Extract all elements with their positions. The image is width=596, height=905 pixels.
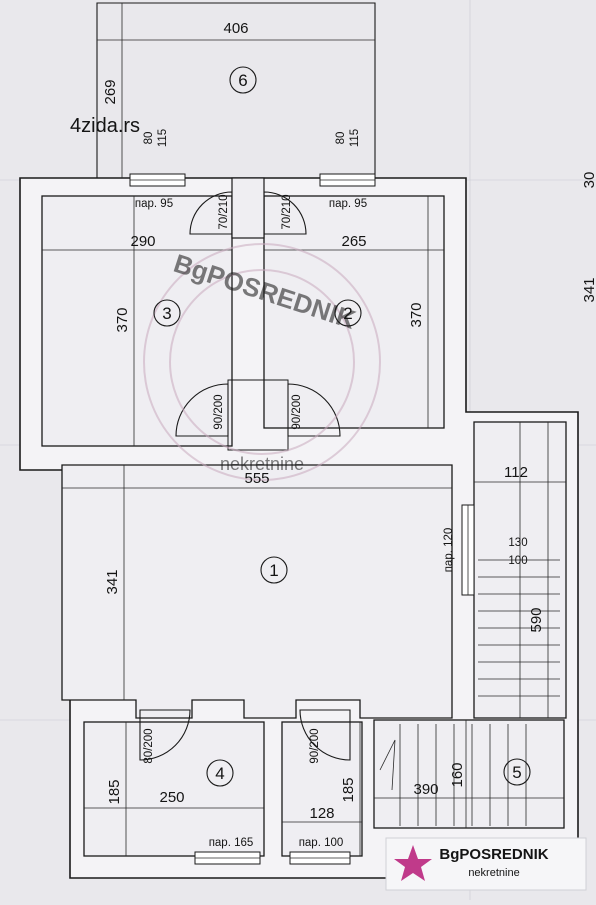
door-swings: [139, 177, 351, 761]
label-door-room4: 80/200: [143, 728, 155, 763]
dim-room2-width: 265: [341, 233, 366, 250]
dim-edge-top: 30: [581, 172, 596, 189]
label-door-left-mid: 90/200: [213, 394, 225, 429]
window-left-top: [129, 173, 186, 187]
label-win-room4: пар. 165: [209, 837, 254, 849]
label-door-hall: 90/200: [309, 728, 321, 763]
room-4-area: [83, 721, 265, 857]
dim-top-height: 269: [102, 79, 119, 104]
dim-hall-height: 185: [340, 777, 357, 802]
logo-sub: nekretnine: [468, 867, 519, 879]
window-right-top: [319, 173, 376, 187]
label-win-right: пар. 95: [329, 198, 367, 210]
room-labels: 6 3 2 1 4 5: [153, 66, 531, 787]
star-icon: [394, 845, 432, 881]
dim-room3-width: 290: [130, 233, 155, 250]
stamp-sub: nekretnine: [220, 454, 304, 474]
room-1-label: 1: [269, 561, 278, 580]
dim-main-height: 341: [104, 569, 121, 594]
dim-win-main-a: 130: [508, 537, 527, 549]
label-door-left-top: 70/210: [218, 194, 230, 229]
dim-top-width: 406: [223, 20, 248, 37]
dim-main-width: 555: [244, 470, 269, 487]
dim-win-right-a: 80: [335, 132, 347, 145]
opening-labels: пар. 95 пар. 95 70/210 70/210 90/200 90/…: [135, 194, 455, 849]
label-door-right-mid: 90/200: [291, 394, 303, 429]
dim-stair-width: 112: [504, 464, 528, 481]
label-win-main: пар. 120: [443, 528, 455, 573]
dim-win-left-a: 80: [143, 132, 155, 145]
site-watermark: 4zida.rs: [70, 115, 140, 137]
room-3-label: 3: [162, 304, 171, 323]
room-5-area: [373, 719, 565, 829]
dim-stair-run: 390: [413, 781, 438, 798]
stair-treads: [379, 422, 560, 826]
dim-stair-rise: 160: [449, 762, 466, 787]
room-3-area: [41, 195, 233, 447]
dim-room4-width: 250: [159, 789, 184, 806]
dim-edge-mid: 341: [581, 277, 596, 302]
dim-room2-height: 370: [408, 302, 425, 327]
dimension-lines: [42, 3, 566, 856]
label-win-hall: пар. 100: [299, 837, 344, 849]
dim-hall-width: 128: [309, 805, 334, 822]
window-main-right: [461, 504, 475, 596]
label-door-right-top: 70/210: [281, 194, 293, 229]
hall-area: [281, 721, 363, 857]
window-room4-bottom: [194, 851, 261, 865]
room-4-label: 4: [215, 764, 224, 783]
logo-brand: BgPOSREDNIK: [439, 846, 548, 863]
room-1-area: [61, 464, 453, 719]
window-hall-bottom: [289, 851, 351, 865]
room-2-label: 2: [343, 304, 352, 323]
room-5-label: 5: [512, 763, 521, 782]
dimension-labels: 406 269 80 115 80 115 290 265 370 370 55…: [102, 20, 596, 822]
brand-logo: BgPOSREDNIK nekretnine: [385, 837, 587, 891]
dim-win-right-b: 115: [349, 129, 361, 147]
room-6-label: 6: [238, 71, 247, 90]
dim-stair-length: 590: [528, 607, 545, 632]
dim-room3-height: 370: [114, 307, 131, 332]
dim-win-main-b: 100: [508, 555, 527, 567]
room-2-area: [263, 195, 445, 429]
dim-win-left-b: 115: [157, 129, 169, 147]
dim-room4-height: 185: [106, 779, 123, 804]
terrace-outline: [96, 2, 376, 178]
label-win-left: пар. 95: [135, 198, 173, 210]
